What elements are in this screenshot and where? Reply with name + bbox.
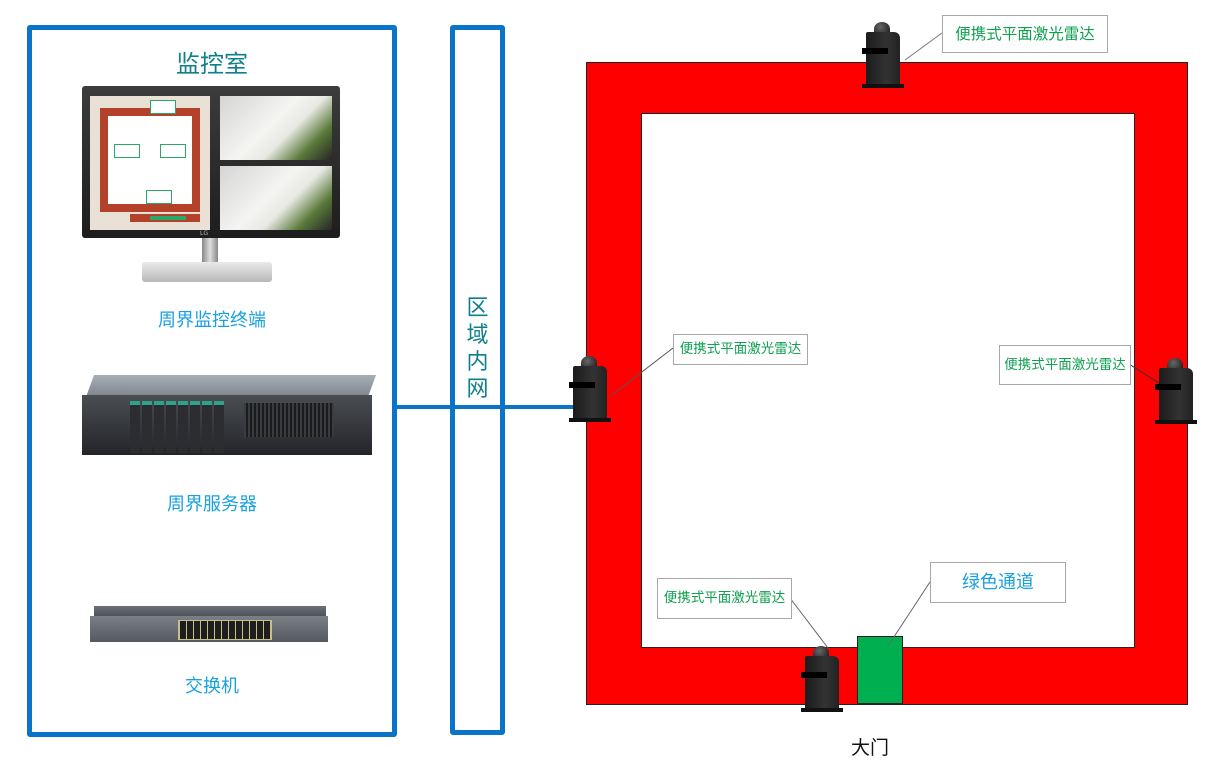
mini-perimeter-map <box>100 108 200 212</box>
network-label-text: 区域内网 <box>466 296 489 402</box>
leader-line-top <box>904 32 943 61</box>
network-link-line <box>397 405 575 409</box>
lidar-icon <box>862 22 904 88</box>
server-label: 周界服务器 <box>167 494 257 515</box>
lidar-callout-left: 便携式平面激光雷达 <box>673 334 808 365</box>
leader-line-green <box>887 581 931 647</box>
leader-line-left <box>611 347 674 396</box>
gate-label: 大门 <box>850 737 889 759</box>
terminal-label: 周界监控终端 <box>158 310 266 331</box>
leader-line-right <box>1128 363 1163 386</box>
green-channel-gate <box>857 636 903 704</box>
mini-callout <box>150 100 176 114</box>
switch-label: 交换机 <box>185 676 239 697</box>
lidar-callout-right: 便携式平面激光雷达 <box>999 345 1131 385</box>
lidar-callout-bottom: 便携式平面激光雷达 <box>657 578 792 619</box>
monitor-stand-base <box>142 262 272 282</box>
camera-view <box>220 166 332 230</box>
monitor-icon: LG <box>82 86 340 238</box>
switch-ports <box>178 620 272 640</box>
monitoring-room-panel: 监控室 LG 周界监控终端 <box>27 25 397 737</box>
camera-view <box>220 96 332 160</box>
green-channel-callout: 绿色通道 <box>930 562 1066 603</box>
monitor-map-view <box>90 96 210 230</box>
server-icon <box>82 375 377 459</box>
lidar-callout-top: 便携式平面激光雷达 <box>942 15 1108 53</box>
lidar-icon <box>569 356 611 422</box>
mini-callout <box>146 190 172 204</box>
monitoring-room-title: 监控室 <box>176 50 248 78</box>
regional-network-bus: 区域内网 <box>450 25 505 735</box>
monitor-brand-logo: LG <box>200 230 208 237</box>
mini-callout <box>160 144 186 158</box>
lidar-icon <box>1155 358 1197 424</box>
monitor-stand-neck <box>202 238 218 266</box>
lidar-icon <box>801 646 843 712</box>
network-label: 区域内网 <box>455 295 500 403</box>
leader-line-bottom <box>789 597 829 649</box>
network-switch-icon <box>90 606 328 650</box>
mini-callout <box>114 144 140 158</box>
